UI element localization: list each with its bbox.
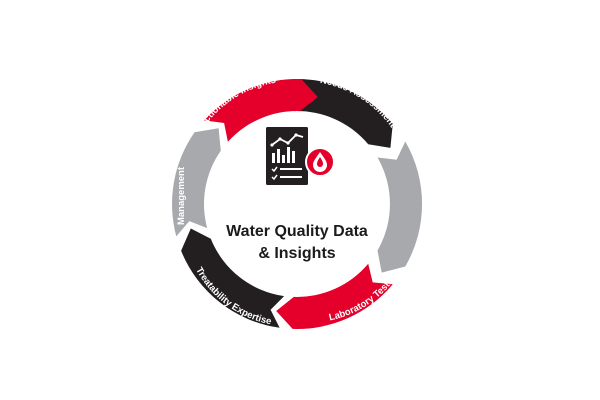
- label-data-collection-line1: Data Collection &: [164, 157, 175, 236]
- segment-treatability-expertise: [181, 228, 285, 328]
- cycle-ring: [172, 79, 423, 329]
- segment-laboratory-testing: [276, 263, 393, 329]
- segment-planning: [377, 141, 423, 273]
- center-title-line1: Water Quality Data: [226, 223, 368, 240]
- center-title-line2: & Insights: [258, 245, 335, 262]
- segment-data-collection: [172, 128, 221, 237]
- report-chart-water-drop-icon: [266, 127, 335, 185]
- label-planning: Planning: [424, 182, 435, 222]
- label-data-collection-line2: Management: [176, 166, 187, 225]
- segment-needs-assessment: [292, 79, 393, 148]
- segment-actionable-insights: [204, 79, 318, 142]
